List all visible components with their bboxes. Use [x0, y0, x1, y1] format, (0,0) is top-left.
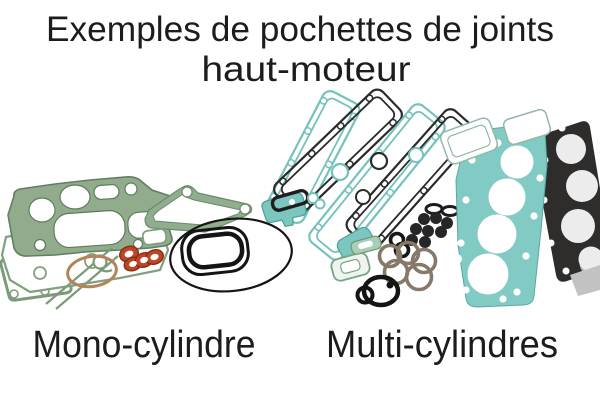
- svg-text:Mono-cylindre: Mono-cylindre: [33, 324, 256, 366]
- svg-text:haut-moteur: haut-moteur: [202, 50, 411, 89]
- svg-text:Exemples de pochettes de joint: Exemples de pochettes de joints: [46, 10, 554, 49]
- svg-text:Multi-cylindres: Multi-cylindres: [326, 324, 558, 366]
